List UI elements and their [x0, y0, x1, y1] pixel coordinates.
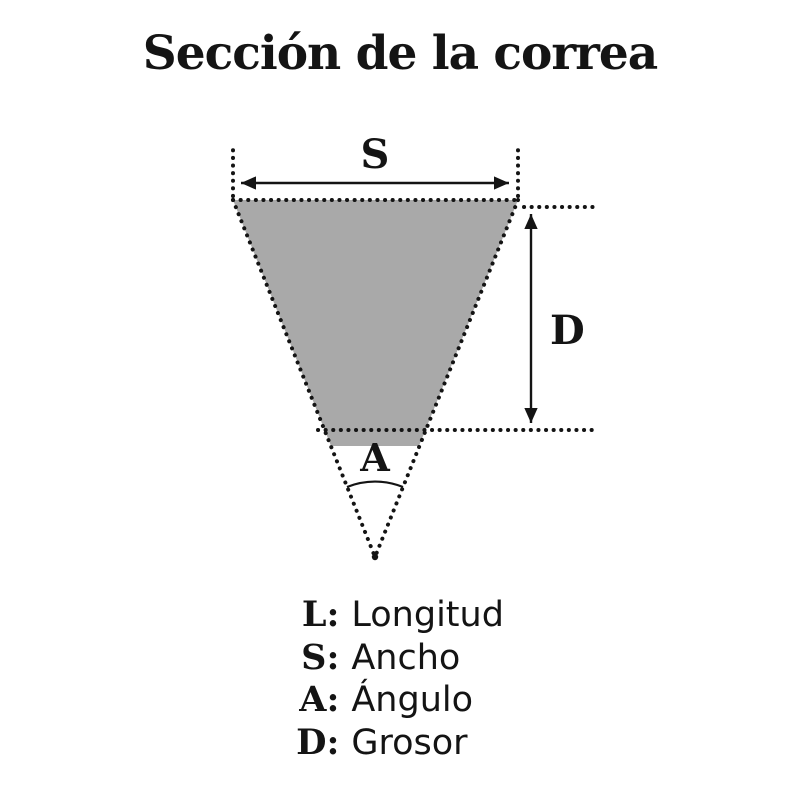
legend-value: Grosor — [351, 723, 468, 764]
legend-value: Longitud — [351, 595, 504, 635]
page-title: Sección de la correa — [142, 26, 658, 81]
angle-arc — [346, 480, 404, 489]
diagram-lines — [231, 144, 596, 561]
angle-label: A — [359, 435, 390, 480]
legend-key: A: — [299, 679, 340, 721]
belt-shape — [233, 200, 518, 446]
legend-key: S: — [301, 636, 340, 678]
legend-value: Ancho — [351, 637, 461, 678]
legend-value: Ángulo — [351, 680, 474, 721]
legend: L: Longitud S: Ancho A: Ángulo D: Grosor — [296, 594, 504, 765]
legend-key: D: — [296, 722, 340, 764]
depth-label: D — [550, 307, 585, 354]
legend-key: L: — [301, 594, 340, 635]
width-label: S — [361, 131, 390, 178]
belt-outline-left — [231, 198, 377, 559]
belt-outline-right — [373, 198, 520, 559]
apex-point — [371, 553, 379, 561]
